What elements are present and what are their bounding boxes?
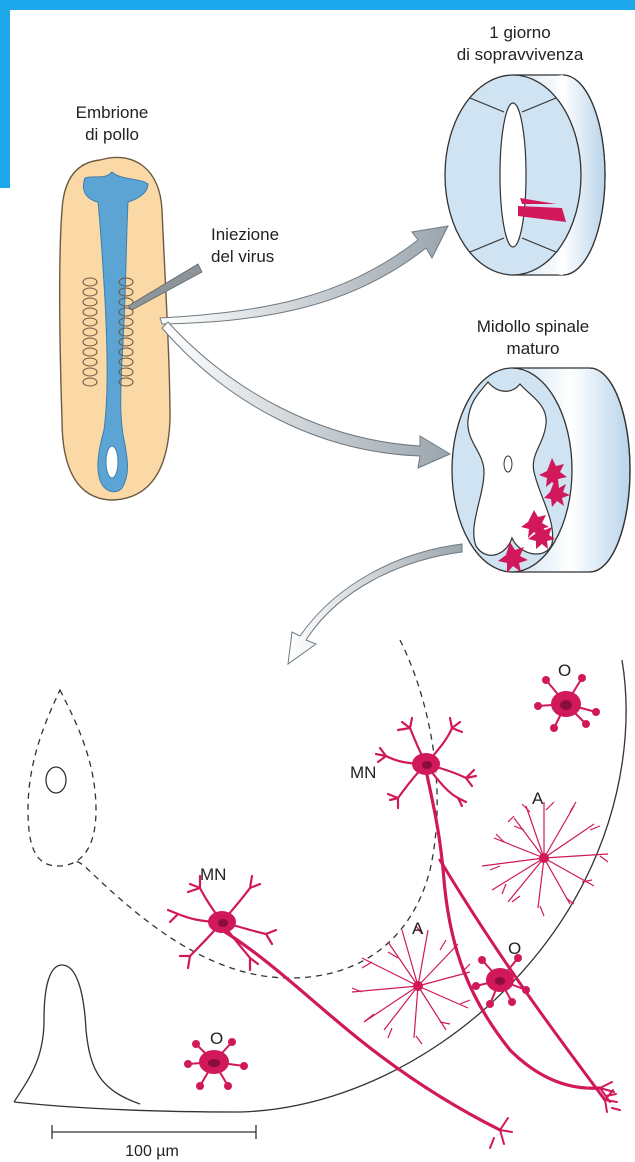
label-mn-upper: MN	[350, 763, 376, 782]
scale-bar	[52, 1125, 256, 1139]
injection-label-1: Iniezione	[211, 225, 279, 244]
mature-label-2: maturo	[507, 339, 560, 358]
injection-label-2: del virus	[211, 247, 274, 266]
motor-neuron-upper	[376, 718, 620, 1112]
embryo-label-1: Embrione	[76, 103, 149, 122]
curved-arrow-icon	[160, 226, 448, 324]
chick-embryo	[60, 157, 202, 500]
mature-label-1: Midollo spinale	[477, 317, 589, 336]
survival-label-1: 1 giorno	[489, 23, 550, 42]
astrocyte-right-soma	[539, 853, 549, 863]
embryo-label-2: di pollo	[85, 125, 139, 144]
curved-arrow-icon	[162, 322, 450, 468]
oligodendrocyte-right	[473, 955, 529, 1007]
survival-label-2: di sopravvivenza	[457, 45, 584, 64]
label-o-right: O	[508, 939, 521, 958]
astrocyte-middle-soma	[413, 981, 423, 991]
oligodendrocyte-top	[535, 675, 599, 731]
label-o-left: O	[210, 1029, 223, 1048]
cylinder-one-day	[445, 75, 605, 275]
curved-arrow-icon	[288, 544, 462, 664]
motor-neuron-upper-nucleus	[422, 761, 432, 769]
label-a-right: A	[532, 789, 544, 808]
label-o-top: O	[558, 661, 571, 680]
label-a-middle: A	[412, 919, 424, 938]
scale-bar-label: 100 µm	[125, 1143, 179, 1160]
label-mn-lower: MN	[200, 865, 226, 884]
motor-neuron-lower-nucleus	[218, 919, 228, 927]
enlarged-section-outline	[14, 640, 626, 1112]
cylinder-mature-cord	[452, 368, 630, 573]
astrocyte-middle	[352, 926, 470, 1044]
